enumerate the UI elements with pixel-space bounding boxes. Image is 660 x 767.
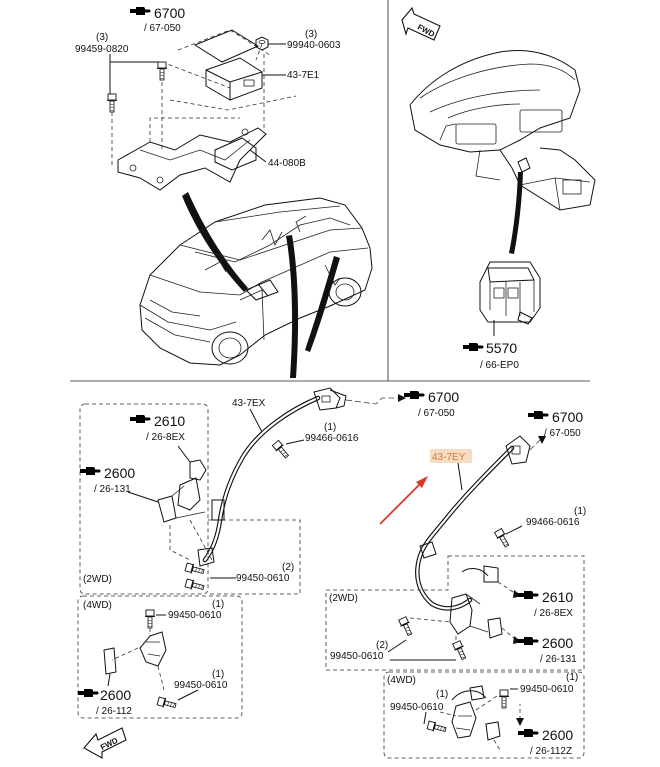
ref-bm-6700-sub[interactable]: / 67-050 (418, 408, 455, 419)
part-ey-2wd-bolt[interactable]: 99450-0610 (330, 651, 384, 662)
bolt-icon (451, 639, 469, 662)
bolt-icon (156, 695, 178, 711)
red-pointer-arrow (379, 476, 428, 525)
fwd-arrow-icon: FWD (401, 6, 441, 41)
ref-bl-4wd-2600-number[interactable]: 2600 (100, 687, 131, 703)
part-ex-sensor[interactable]: 43-7EX (232, 398, 266, 409)
bolt-icon (498, 689, 510, 709)
box-right-4wd (383, 671, 585, 759)
qty-tl-nut-right: (3) (305, 29, 317, 40)
ref-br-6700-number[interactable]: 6700 (552, 409, 583, 425)
part-ey-4wd-bolt-left[interactable]: 99450-0610 (390, 702, 444, 713)
qty-ex-4wd-bolt-bot: (1) (212, 669, 224, 680)
pointing-hand-icon (80, 467, 101, 475)
box-right-2wd (325, 555, 585, 671)
bolt-icon (156, 61, 168, 81)
box-left-4wd-title: (4WD) (83, 600, 112, 611)
box-left-2wd (79, 403, 209, 595)
qty-ey-4wd-bolt-right: (1) (566, 672, 578, 683)
ref-br-2600-sub[interactable]: / 26-131 (540, 654, 577, 665)
ref-tl-6700-sub[interactable]: / 67-050 (144, 23, 181, 34)
bottom-left-sensor-assembly: 43-7EX (1) 99466-0616 (2WD) 2610 / 26-8E… (77, 387, 406, 759)
fwd-arrow-icon: FWD (83, 727, 127, 759)
pointing-hand-icon (463, 343, 484, 351)
pointing-hand-icon (518, 591, 539, 599)
part-tl-bolt-left[interactable]: 99459-0820 (75, 44, 129, 55)
pointing-hand-icon (518, 729, 539, 737)
part-ey-bolt[interactable]: 99466-0616 (526, 517, 580, 528)
qty-tl-bolt-left: (3) (96, 32, 108, 43)
bolt-icon (106, 93, 118, 113)
bolt-icon (493, 527, 512, 550)
bolt-icon (271, 439, 292, 461)
ref-br-2610-sub[interactable]: / 26-8EX (534, 608, 573, 619)
bottom-right-sensor-assembly: 6700 / 67-050 43-7EY (1) 99466-0616 (2WD… (325, 409, 586, 759)
pointing-hand-icon (528, 411, 549, 419)
box-right-4wd-title: (4WD) (387, 675, 416, 686)
qty-ey-4wd-bolt-left: (1) (436, 689, 448, 700)
vehicle-illustration (139, 197, 373, 378)
part-tl-bracket[interactable]: 44-080B (268, 158, 306, 169)
ref-bl-2610-sub[interactable]: / 26-8EX (146, 432, 185, 443)
pointing-hand-icon (130, 415, 151, 423)
part-tl-nut-right[interactable]: 99940-0603 (287, 40, 341, 51)
part-ey-4wd-bolt-right[interactable]: 99450-0610 (520, 684, 574, 695)
ref-bm-6700: 6700 / 67-050 (404, 389, 459, 419)
ref-bl-2610-number[interactable]: 2610 (154, 413, 185, 429)
ref-br-4wd-2600-number[interactable]: 2600 (542, 727, 573, 743)
bolt-icon (397, 615, 415, 638)
top-left-module-assembly: 6700 / 67-050 (3) 99459-0820 (3) 99940-0… (75, 5, 341, 292)
ref-tl-6700-number[interactable]: 6700 (154, 5, 185, 21)
ref-br-4wd-2600-sub[interactable]: / 26-112Z (530, 746, 572, 757)
ref-tr-5570-sub[interactable]: / 66-EP0 (480, 360, 519, 371)
highlight-ey-label-bg (430, 449, 472, 463)
part-ey-sensor[interactable]: 43-7EY (432, 452, 466, 463)
box-left-4wd (77, 595, 243, 719)
ref-bl-4wd-2600-sub[interactable]: / 26-112 (96, 706, 132, 717)
ref-bm-6700-number[interactable]: 6700 (428, 389, 459, 405)
pointing-hand-icon (518, 637, 539, 645)
pointing-hand-icon (130, 7, 151, 15)
qty-ex-4wd-bolt-top: (1) (212, 599, 224, 610)
ref-br-2610-number[interactable]: 2610 (542, 589, 573, 605)
qty-ex-bolt: (1) (324, 422, 336, 433)
pointing-hand-icon (404, 391, 425, 399)
bolt-icon (144, 609, 156, 629)
ref-tr-5570-number[interactable]: 5570 (486, 340, 517, 356)
ref-br-6700-sub[interactable]: / 67-050 (544, 428, 581, 439)
part-ex-2wd-bolt[interactable]: 99450-0610 (236, 573, 290, 584)
bolt-icon (426, 719, 448, 735)
ref-bl-2600-sub[interactable]: / 26-131 (94, 484, 131, 495)
qty-ey-2wd-bolt: (2) (376, 640, 388, 651)
bolt-icon (184, 561, 206, 577)
part-ex-4wd-bolt-top[interactable]: 99450-0610 (168, 610, 222, 621)
ref-bl-2600-number[interactable]: 2600 (104, 465, 135, 481)
pointing-hand-icon (78, 689, 99, 697)
part-tl-module[interactable]: 43-7E1 (287, 70, 320, 81)
part-ex-bolt[interactable]: 99466-0616 (305, 433, 359, 444)
top-right-switch-assembly: FWD 5570 / 66-EP0 (401, 6, 596, 371)
box-left-2wd-title: (2WD) (83, 574, 112, 585)
qty-ey-bolt: (1) (574, 506, 586, 517)
box-right-2wd-title: (2WD) (329, 593, 358, 604)
ref-br-2600-number[interactable]: 2600 (542, 635, 573, 651)
bolt-icon (184, 577, 206, 593)
part-ex-4wd-bolt-bot[interactable]: 99450-0610 (174, 680, 228, 691)
qty-ex-2wd-bolt: (2) (282, 562, 294, 573)
nut-icon (255, 36, 269, 51)
